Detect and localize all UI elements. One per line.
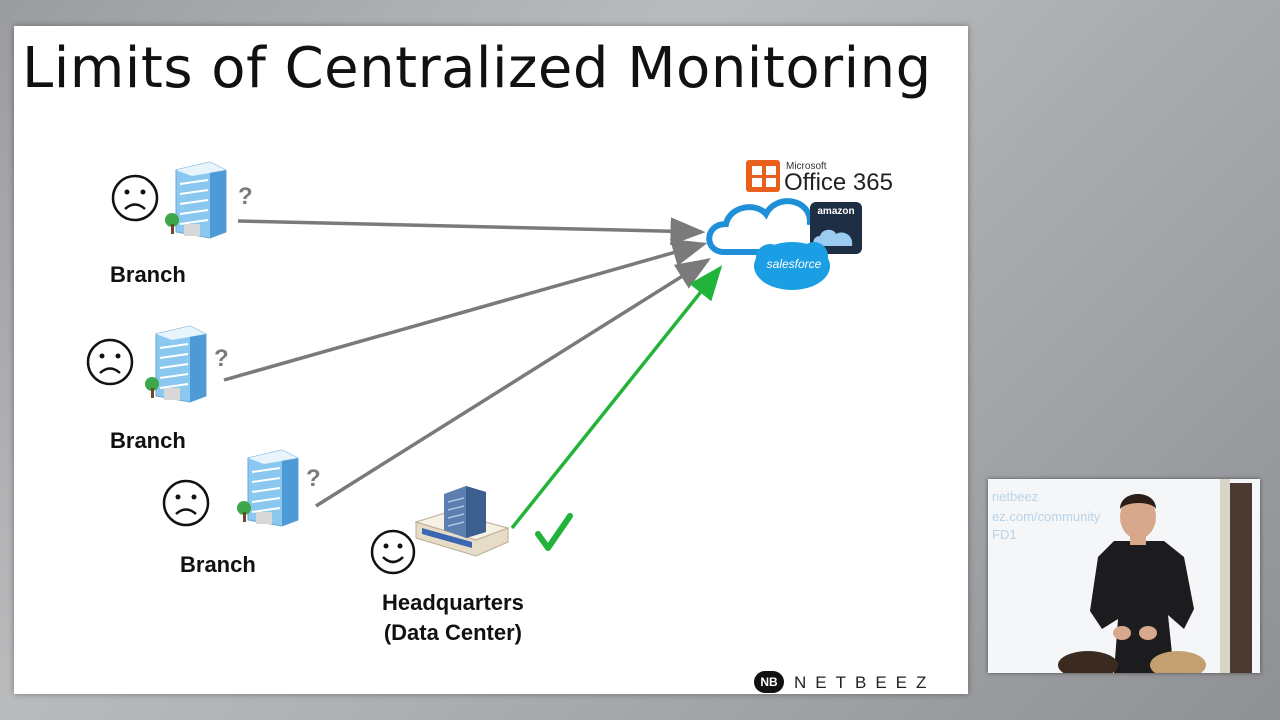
- presentation-slide: Limits of Centralized Monitoring: [14, 26, 968, 694]
- netbeez-logo: NB NETBEEZ: [754, 671, 964, 694]
- svg-text:?: ?: [306, 465, 321, 492]
- link-branch-2: [223, 239, 708, 382]
- headquarters-label: Headquarters (Data Center): [382, 590, 524, 645]
- link-branch-1: [237, 217, 706, 246]
- slide-title: Limits of Centralized Monitoring: [22, 36, 932, 101]
- svg-text:amazon: amazon: [817, 206, 854, 217]
- whiteboard-text: FD1: [992, 527, 1017, 542]
- frown-face-icon: [162, 479, 210, 527]
- salesforce-logo-icon: salesforce: [754, 242, 830, 290]
- presenter-person-icon: [1090, 494, 1194, 673]
- question-mark-icon: ?: [214, 345, 229, 372]
- amazon-logo-icon: amazon: [810, 202, 862, 254]
- speaker-camera-inset: netbeez ez.com/community FD1: [988, 479, 1260, 673]
- link-headquarters: [510, 265, 723, 530]
- svg-text:?: ?: [214, 345, 229, 372]
- office-365-logo-icon: [746, 160, 780, 192]
- wall-edge: [1220, 479, 1230, 673]
- branch-label: Branch: [180, 552, 256, 577]
- building-icon: [164, 161, 227, 239]
- question-mark-icon: ?: [238, 183, 253, 210]
- building-icon: [144, 325, 207, 403]
- presenter-figure: [1058, 494, 1206, 673]
- netbeez-badge-icon: NB: [754, 671, 784, 693]
- network-diagram: ? ? ?: [86, 160, 862, 575]
- whiteboard-text: ez.com/community: [992, 509, 1101, 524]
- frown-face-icon: [86, 338, 134, 386]
- branch-label: Branch: [110, 262, 186, 287]
- branch-label: Branch: [110, 428, 186, 453]
- office-365-wordmark: Microsoft Office 365: [744, 158, 934, 198]
- office-365-label: Office 365: [784, 169, 893, 196]
- audience-head-icon: [1058, 651, 1206, 673]
- netbeez-wordmark: NETBEEZ: [794, 673, 936, 692]
- building-icon: [236, 449, 299, 527]
- link-branch-3: [315, 258, 711, 508]
- checkmark-icon: [535, 513, 573, 551]
- whiteboard-text: netbeez: [992, 489, 1039, 504]
- smile-face-icon: [370, 529, 416, 575]
- question-mark-icon: ?: [306, 465, 321, 492]
- svg-text:salesforce: salesforce: [767, 257, 822, 271]
- svg-text:?: ?: [238, 183, 253, 210]
- frown-face-icon: [111, 174, 159, 222]
- microsoft-label: Microsoft: [786, 161, 827, 172]
- headquarters-building-icon: [414, 486, 510, 557]
- wall-pillar: [1230, 483, 1252, 673]
